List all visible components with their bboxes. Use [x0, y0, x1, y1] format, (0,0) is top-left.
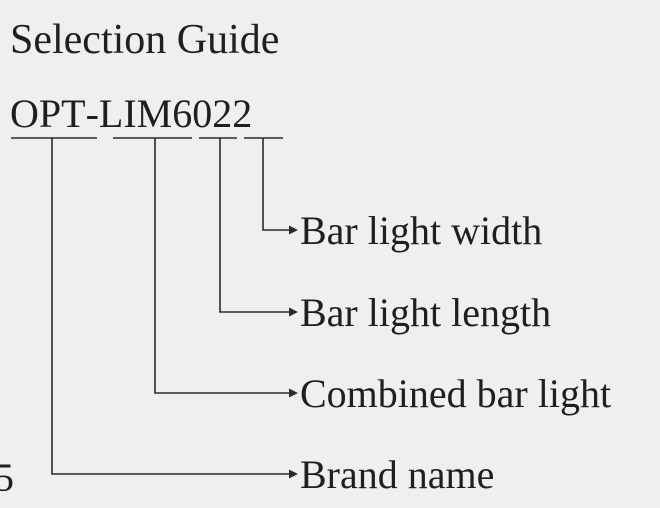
connector-width	[262, 138, 292, 231]
arrowhead-brand	[289, 469, 298, 479]
connector-combined	[154, 138, 292, 394]
label-bar-light-length: Bar light length	[300, 290, 552, 335]
model-code: OPT-LIM6022	[10, 90, 252, 138]
arrowhead-length	[289, 307, 298, 317]
code-length-segment: 60	[172, 91, 213, 136]
page-title: Selection Guide	[10, 17, 280, 63]
label-bar-light-width: Bar light width	[300, 208, 543, 253]
label-combined-bar-light: Combined bar light	[300, 371, 612, 416]
connector-brand	[51, 138, 292, 475]
code-brand-segment: OPT	[10, 91, 86, 136]
code-width-segment: 22	[212, 91, 253, 136]
code-dash: -	[85, 91, 99, 136]
arrowhead-combined	[289, 388, 298, 398]
label-brand-name: Brand name	[300, 452, 495, 497]
cropped-edge-glyph: 5	[0, 455, 14, 500]
connector-length	[219, 138, 292, 313]
arrowhead-width	[289, 225, 298, 235]
code-combined-segment: LIM	[98, 91, 173, 136]
